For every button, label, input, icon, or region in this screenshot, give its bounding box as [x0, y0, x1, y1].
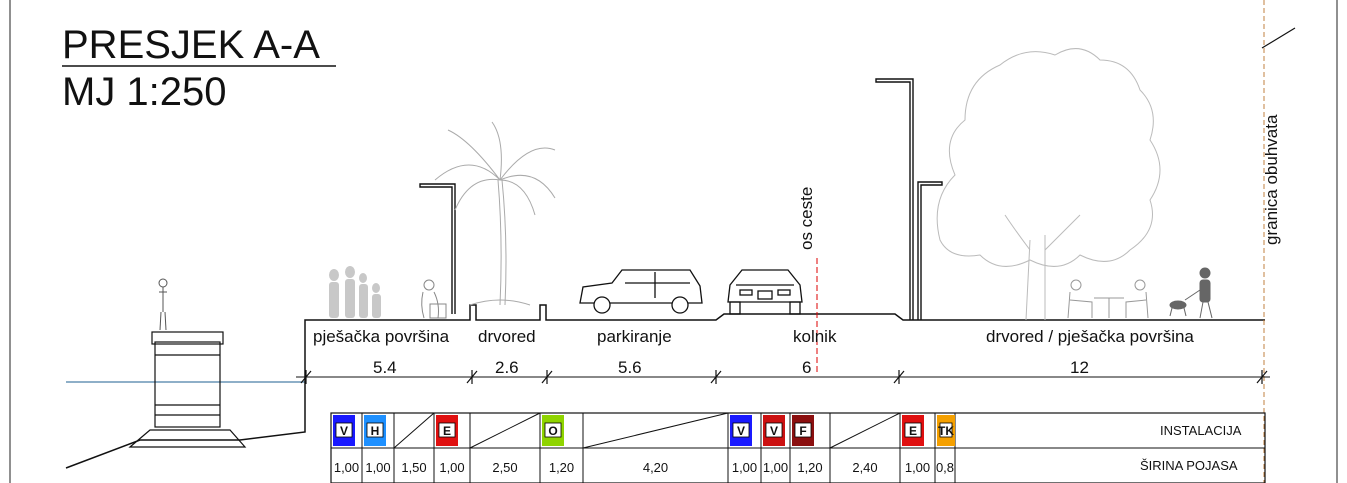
dimension-carriageway: 6	[802, 358, 811, 377]
installation-width: 0,8	[936, 460, 954, 475]
installation-code: TK	[938, 424, 954, 438]
street-lamp-right	[875, 78, 943, 320]
installation-badge-inner	[794, 422, 812, 438]
installation-width: 1,50	[401, 460, 426, 475]
installation-code: V	[770, 424, 778, 438]
dimension-tree-row: 2.6	[495, 358, 519, 377]
boundary-label: granica obuhvata	[1262, 114, 1281, 245]
zone-label-tree-row: drvored	[478, 327, 536, 346]
table-empty-diagonal	[829, 412, 901, 449]
pedestrians-icon	[329, 266, 381, 318]
street-lamp-left	[419, 183, 456, 314]
tree-icon	[936, 48, 1161, 321]
car-front-icon	[727, 269, 803, 315]
table-empty-diagonal	[582, 412, 729, 449]
table-row-width-label: ŠIRINA POJASA	[1140, 458, 1238, 473]
installation-width: 1,00	[763, 460, 788, 475]
embankment	[128, 429, 247, 448]
dimension-parking: 5.6	[618, 358, 642, 377]
installation-badge-inner	[438, 422, 456, 438]
bench-person-icon	[421, 279, 447, 319]
installation-code: E	[443, 424, 451, 438]
table-empty-diagonal	[393, 412, 435, 449]
installation-code: V	[340, 424, 348, 438]
monument	[151, 331, 224, 428]
installation-badge-inner	[335, 422, 353, 438]
drawing-scale: MJ 1:250	[62, 70, 227, 114]
parked-car-icon	[579, 269, 703, 314]
palm-tree-icon	[434, 121, 556, 306]
zone-label-sidewalk: pješačka površina	[313, 327, 450, 346]
installation-width: 1,00	[365, 460, 390, 475]
installation-width: 4,20	[643, 460, 668, 475]
dimension-sidewalk: 5.4	[373, 358, 397, 377]
installation-badge-inner	[732, 422, 750, 438]
installation-badge-inner	[544, 422, 562, 438]
dimension-ticks	[300, 370, 1268, 384]
installation-width: 2,40	[852, 460, 877, 475]
installation-code: F	[799, 424, 806, 438]
installation-width: 1,00	[334, 460, 359, 475]
installation-code: H	[371, 424, 380, 438]
installation-badge-inner	[939, 422, 953, 438]
drawing-title: PRESJEK A-A	[62, 23, 320, 67]
dog-walker-icon	[1169, 267, 1213, 319]
installation-code: O	[548, 424, 557, 438]
ground-profile	[65, 304, 1265, 469]
installation-badge-inner	[765, 422, 783, 438]
statue-figure	[158, 278, 168, 331]
cafe-people-icon	[1067, 279, 1149, 319]
zone-label-tree-row-sidewalk: drvored / pješačka površina	[986, 327, 1194, 346]
installations-table: V 1,00 H 1,00 1,50 E 1,00 2,50 O 1,20 4,20 V 1,00 V 1,…	[330, 412, 1266, 483]
installation-width: 1,00	[732, 460, 757, 475]
installation-badge-inner	[366, 422, 384, 438]
installation-width: 1,00	[905, 460, 930, 475]
installation-width: 2,50	[492, 460, 517, 475]
table-empty-diagonal	[469, 412, 541, 449]
installation-code: V	[737, 424, 745, 438]
road-axis-label: os ceste	[797, 187, 816, 250]
boundary-marker	[1261, 27, 1296, 49]
installation-badge-inner	[904, 422, 922, 438]
installation-width: 1,00	[439, 460, 464, 475]
installation-width: 1,20	[549, 460, 574, 475]
installation-code: E	[909, 424, 917, 438]
table-row-installations-label: INSTALACIJA	[1160, 423, 1242, 438]
installation-width: 1,20	[797, 460, 822, 475]
zone-label-carriageway: kolnik	[793, 327, 837, 346]
dimension-tree-row-sidewalk: 12	[1070, 358, 1089, 377]
zone-label-parking: parkiranje	[597, 327, 672, 346]
